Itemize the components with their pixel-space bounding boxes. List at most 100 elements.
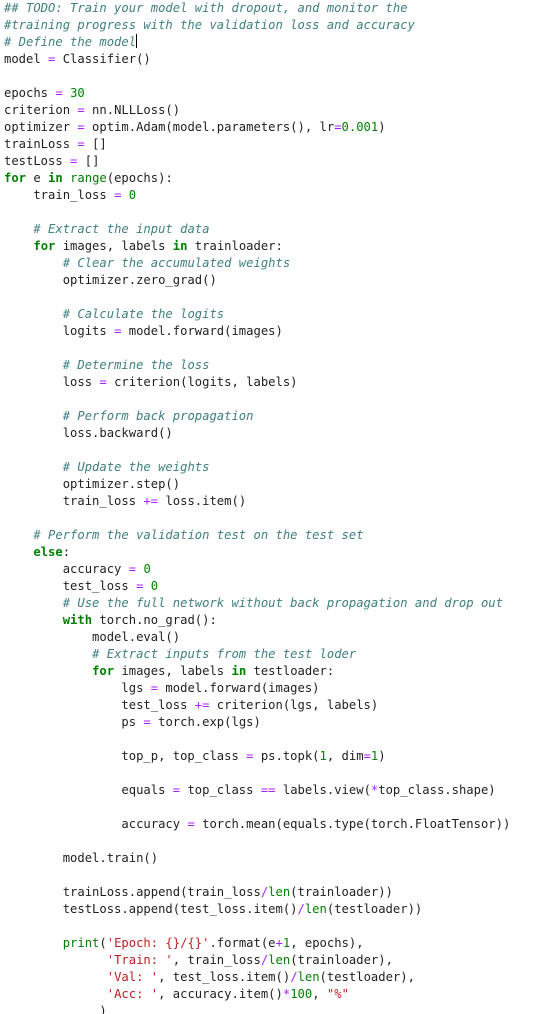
code-token-comment: # Extract the input data: [33, 222, 210, 236]
code-token-plain: optimizer.step(): [4, 477, 181, 491]
code-token-plain: :: [62, 545, 71, 559]
code-line: model = Classifier(): [4, 51, 546, 68]
code-token-plain: epochs: [4, 86, 56, 100]
code-token-comment: # Calculate the logits: [62, 307, 225, 321]
code-token-operator: =: [246, 749, 254, 763]
code-token-builtin: len: [304, 902, 327, 916]
code-token-operator: *: [282, 987, 291, 1001]
code-token-plain: model.train(): [4, 851, 159, 865]
code-token-string: 'Train: ': [106, 953, 173, 967]
code-line: [4, 204, 546, 221]
code-token-string: 'Epoch: {}/{}': [106, 936, 210, 950]
code-token-operator: =: [172, 783, 181, 797]
code-token-plain: (: [99, 936, 107, 950]
code-line: train_loss = 0: [4, 187, 546, 204]
code-token-plain: test_loss: [4, 698, 195, 712]
code-token-keyword: in: [172, 239, 188, 253]
code-token-comment: # Update the weights: [62, 460, 210, 474]
code-token-plain: optimizer: [4, 120, 78, 134]
code-token-builtin: len: [297, 970, 320, 984]
code-token-plain: [4, 409, 63, 423]
code-token-plain: criterion(logits, labels): [106, 375, 298, 389]
code-token-number: 1: [282, 936, 291, 950]
code-token-plain: e: [26, 171, 49, 185]
code-token-keyword: in: [231, 664, 247, 678]
code-token-plain: [4, 970, 107, 984]
code-token-operator: =: [363, 749, 371, 763]
code-token-plain: top_class: [180, 783, 261, 797]
code-token-keyword: for: [92, 664, 115, 678]
code-token-operator: =: [136, 579, 144, 593]
code-line: [4, 918, 546, 935]
code-line: print('Epoch: {}/{}'.format(e+1, epochs)…: [4, 935, 546, 952]
code-token-operator: =: [77, 137, 85, 151]
code-token-plain: [4, 460, 63, 474]
code-token-string: 'Acc: ': [106, 987, 159, 1001]
code-editor[interactable]: ## TODO: Train your model with dropout, …: [4, 0, 546, 1014]
code-line: ): [4, 1003, 546, 1014]
code-line: for e in range(epochs):: [4, 170, 546, 187]
code-token-plain: model: [4, 52, 49, 66]
code-line: optimizer.step(): [4, 476, 546, 493]
code-line: # Extract inputs from the test loder: [4, 646, 546, 663]
code-token-operator: /: [290, 970, 298, 984]
code-token-plain: [4, 222, 33, 236]
code-token-operator: /: [297, 902, 305, 916]
code-token-plain: torch.no_grad():: [92, 613, 217, 627]
code-token-plain: accuracy: [4, 817, 188, 831]
code-token-number: 0: [128, 188, 137, 202]
code-token-plain: [4, 613, 63, 627]
code-token-plain: trainloader:: [187, 239, 283, 253]
code-line: train_loss += loss.item(): [4, 493, 546, 510]
code-line: optimizer.zero_grad(): [4, 272, 546, 289]
code-token-keyword: for: [33, 239, 56, 253]
code-token-plain: [4, 596, 63, 610]
code-token-plain: ): [378, 749, 386, 763]
code-token-plain: , accuracy.item(): [158, 987, 283, 1001]
code-token-keyword: with: [62, 613, 93, 627]
code-token-number: 1: [319, 749, 327, 763]
code-line: [4, 731, 546, 748]
code-line: loss = criterion(logits, labels): [4, 374, 546, 391]
code-line: ## TODO: Train your model with dropout, …: [4, 0, 546, 17]
code-token-operator: =: [55, 86, 63, 100]
code-token-operator: =: [128, 562, 137, 576]
code-token-plain: .format(e: [209, 936, 276, 950]
code-token-plain: model.forward(images): [158, 681, 320, 695]
code-line: lgs = model.forward(images): [4, 680, 546, 697]
code-token-plain: ,: [312, 987, 327, 1001]
code-line: # Extract the input data: [4, 221, 546, 238]
code-line: trainLoss.append(train_loss/len(trainloa…: [4, 884, 546, 901]
code-token-plain: [4, 528, 33, 542]
code-token-operator: =: [99, 375, 107, 389]
code-line: # Define the model: [4, 34, 546, 51]
code-line: [4, 833, 546, 850]
code-token-plain: ps: [4, 715, 144, 729]
code-line: [4, 289, 546, 306]
code-token-plain: testLoss.append(test_loss.item(): [4, 902, 298, 916]
code-token-plain: [4, 953, 107, 967]
code-line: [4, 799, 546, 816]
code-token-plain: [4, 239, 33, 253]
code-token-operator: =: [334, 120, 342, 134]
code-line: loss.backward(): [4, 425, 546, 442]
code-token-operator: /: [260, 885, 269, 899]
code-token-operator: +=: [194, 698, 210, 712]
code-line: epochs = 30: [4, 85, 546, 102]
code-token-plain: accuracy: [4, 562, 129, 576]
code-token-plain: [4, 664, 92, 678]
code-line: ps = torch.exp(lgs): [4, 714, 546, 731]
code-token-plain: top_class.shape): [378, 783, 496, 797]
code-token-plain: optim.Adam(model.parameters(), lr: [84, 120, 335, 134]
code-line: equals = top_class == labels.view(*top_c…: [4, 782, 546, 799]
code-token-plain: Classifier(): [55, 52, 151, 66]
code-token-operator: +: [275, 936, 283, 950]
code-line: # Update the weights: [4, 459, 546, 476]
code-token-number: 30: [70, 86, 85, 100]
code-line: for images, labels in trainloader:: [4, 238, 546, 255]
code-token-plain: [4, 358, 63, 372]
code-line: for images, labels in testloader:: [4, 663, 546, 680]
code-token-operator: *: [370, 783, 379, 797]
code-line: criterion = nn.NLLLoss(): [4, 102, 546, 119]
code-token-plain: loss: [4, 375, 100, 389]
